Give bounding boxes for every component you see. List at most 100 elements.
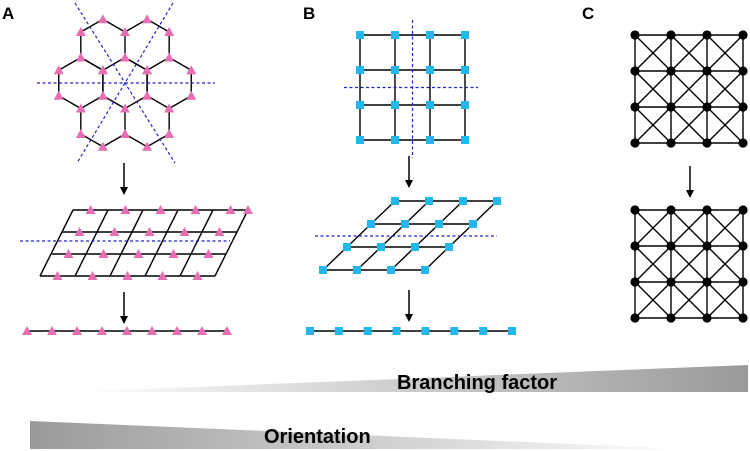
triangle-node-icon <box>142 65 153 75</box>
triangle-node-icon <box>203 249 214 258</box>
square-node-icon <box>479 327 488 335</box>
triangle-node-icon <box>97 90 108 100</box>
lattice-edge <box>670 34 708 72</box>
node-icon <box>666 241 676 251</box>
node-icon <box>738 241 748 251</box>
node-icon <box>738 205 748 215</box>
triangle-node-icon <box>214 227 225 236</box>
lattice-edge <box>214 209 249 277</box>
square-node-icon <box>426 66 434 74</box>
lattice-edge <box>706 106 744 144</box>
branching-factor-wedge: Branching factor <box>70 365 748 394</box>
triangle-node-icon <box>222 326 232 335</box>
panel-b-label: B <box>303 4 315 23</box>
triangle-node-icon <box>53 90 64 100</box>
square-node-icon <box>356 136 364 144</box>
square-node-icon <box>367 220 375 228</box>
triangle-node-icon <box>63 249 74 258</box>
square-node-icon <box>377 243 385 251</box>
square-node-icon <box>356 31 364 39</box>
lattice-edge <box>706 281 744 319</box>
node-icon <box>738 66 748 76</box>
square-node-icon <box>363 327 372 335</box>
lattice-edge <box>179 209 214 277</box>
triangle-node-icon <box>120 129 130 138</box>
square-node-icon <box>461 31 469 39</box>
node-icon <box>666 138 676 148</box>
triangle-node-icon <box>120 205 131 214</box>
node-icon <box>666 313 676 323</box>
lattice-edge <box>670 245 708 283</box>
triangle-node-icon <box>75 103 86 113</box>
lattice-edge <box>670 281 708 319</box>
orientation-wedge: Orientation <box>30 421 690 449</box>
node-icon <box>630 205 640 215</box>
panel-a: A <box>2 2 253 335</box>
node-icon <box>738 138 748 148</box>
square-node-icon <box>426 31 434 39</box>
node-icon <box>666 66 676 76</box>
triangle-node-icon <box>97 65 108 75</box>
lattice-edge <box>634 106 672 144</box>
node-icon <box>702 102 712 112</box>
lattice-edge <box>706 34 744 72</box>
square-node-icon <box>343 243 351 251</box>
lattice-edge <box>109 209 144 277</box>
square-node-icon <box>391 101 399 109</box>
triangle-node-icon <box>75 129 86 138</box>
square-node-icon <box>493 197 501 205</box>
line-lattice <box>306 327 516 335</box>
triangle-node-icon <box>72 326 82 335</box>
triangle-node-icon <box>133 249 144 258</box>
skewed-square-lattice <box>315 197 501 274</box>
triangle-node-icon <box>122 271 133 280</box>
panel-c: C <box>582 4 748 323</box>
node-icon <box>702 205 712 215</box>
square-node-icon <box>392 327 401 335</box>
square-node-icon <box>401 220 409 228</box>
node-icon <box>666 205 676 215</box>
panel-b: B <box>303 4 516 335</box>
node-icon <box>630 30 640 40</box>
triangle-node-icon <box>147 326 157 335</box>
triangle-node-icon <box>85 205 96 214</box>
honeycomb-lattice <box>53 14 197 151</box>
square-node-icon <box>356 101 364 109</box>
triangle-node-icon <box>74 227 85 236</box>
square-node-icon <box>387 266 395 274</box>
lattice-edge <box>634 209 672 247</box>
square-node-icon <box>459 197 467 205</box>
branching-wedge-shape <box>70 365 748 392</box>
triangle-node-icon <box>164 27 175 36</box>
triangle-node-icon <box>197 326 207 335</box>
lattice-edge <box>670 70 708 108</box>
triangle-node-icon <box>190 205 201 214</box>
line-lattice <box>22 326 232 335</box>
lattice-edge <box>39 209 74 277</box>
panel-c-label: C <box>582 4 594 23</box>
square-node-icon <box>391 197 399 205</box>
triangle-node-icon <box>179 227 190 236</box>
panel-a-label: A <box>2 4 14 23</box>
skewed-lattice <box>20 205 253 280</box>
triangle-node-icon <box>53 65 64 75</box>
square-node-icon <box>421 327 430 335</box>
square-node-icon <box>461 136 469 144</box>
lattice-edge <box>634 281 672 319</box>
node-icon <box>702 241 712 251</box>
triangle-node-icon <box>186 65 197 75</box>
node-icon <box>666 277 676 287</box>
king-lattice-bottom <box>630 205 748 323</box>
node-icon <box>738 102 748 112</box>
square-node-icon <box>356 66 364 74</box>
square-node-icon <box>391 136 399 144</box>
triangle-node-icon <box>155 205 166 214</box>
node-icon <box>630 138 640 148</box>
square-node-icon <box>461 66 469 74</box>
triangle-node-icon <box>120 103 130 113</box>
square-node-icon <box>391 31 399 39</box>
node-icon <box>666 102 676 112</box>
square-node-icon <box>435 220 443 228</box>
orientation-label: Orientation <box>264 426 371 448</box>
triangle-node-icon <box>120 27 130 36</box>
